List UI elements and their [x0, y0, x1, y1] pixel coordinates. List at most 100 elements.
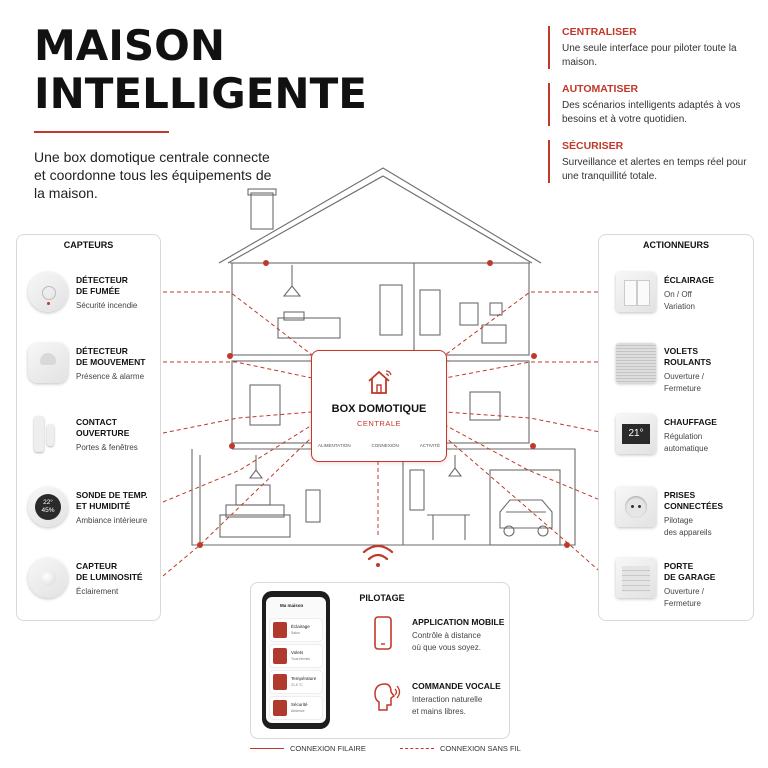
actuator-heating[interactable]: 21° CHAUFFAGE Régulation automatique: [616, 414, 717, 455]
app-row-label: Éclairage: [291, 624, 310, 629]
actuator-plugs[interactable]: PRISES CONNECTÉES Pilotage des appareils: [616, 487, 723, 539]
hub-status-row: ALIMENTATION CONNEXION ACTIVITÉ: [318, 443, 440, 448]
sensor-name: CONTACT OUVERTURE: [76, 417, 130, 438]
app-row-sub: Salon: [291, 631, 300, 635]
sensor-name: DÉTECTEUR DE MOUVEMENT: [76, 346, 146, 367]
actuator-desc: On / Off Variation: [664, 290, 695, 311]
features-list: CENTRALISER Une seule interface pour pil…: [548, 26, 748, 197]
mode-voice-name: COMMANDE VOCALE: [412, 681, 501, 691]
shutter-icon: [273, 648, 287, 664]
intro-text: Une box domotique centrale connecte et c…: [34, 149, 272, 201]
app-row-sub: Absence: [291, 709, 305, 713]
lamp-icon: [273, 622, 287, 638]
hub-status-connection: CONNEXION: [371, 443, 399, 448]
actuator-desc: Ouverture / Fermeture: [664, 587, 705, 608]
feature-title: AUTOMATISER: [562, 83, 639, 95]
app-row-label: Volets: [291, 650, 304, 655]
roller-shutter-icon: [616, 343, 656, 383]
light-switch-icon: [616, 272, 656, 312]
feature-title: SÉCURISER: [562, 140, 624, 152]
smart-plug-icon: [616, 487, 656, 527]
garage-door-icon: [616, 558, 656, 598]
sensor-desc: Ambiance intérieure: [76, 516, 148, 525]
sensors-title: CAPTEURS: [63, 240, 114, 250]
sensor-name: DÉTECTEUR DE FUMÉE: [76, 275, 128, 296]
sensor-desc: Présence & alarme: [76, 372, 145, 381]
legend-wireless: CONNEXION SANS FIL: [400, 744, 521, 753]
legend-solid-line: [250, 748, 284, 749]
sensor-desc: Sécurité incendie: [76, 301, 138, 310]
app-row-label: Température: [291, 676, 317, 681]
feature-automatiser: AUTOMATISER Des scénarios intelligents a…: [548, 83, 748, 126]
link-heating: [444, 411, 606, 434]
sensor-smoke[interactable]: DÉTECTEUR DE FUMÉE Sécurité incendie: [28, 272, 137, 312]
link-plugs: [444, 424, 606, 503]
smoke-detector-icon: [28, 272, 68, 312]
hub-subtitle: CENTRALE: [356, 419, 401, 428]
actuator-name: VOLETS ROULANTS: [664, 346, 712, 367]
door-contact-icon: [28, 414, 68, 454]
actuator-name: ÉCLAIRAGE: [664, 275, 715, 285]
link-temp: [162, 424, 313, 503]
shield-icon: [273, 700, 287, 716]
thermo-hygrometer-icon: 22° 45%: [28, 487, 68, 527]
legend-dashed-line: [400, 748, 434, 749]
actuator-garage[interactable]: PORTE DE GARAGE Ouverture / Fermeture: [616, 558, 715, 610]
hub-status-power: ALIMENTATION: [318, 443, 351, 448]
link-light: [162, 436, 313, 577]
feature-text: Une seule interface pour piloter toute l…: [562, 43, 737, 68]
actuator-name: PRISES CONNECTÉES: [664, 490, 724, 511]
actuator-desc: Pilotage des appareils: [664, 516, 712, 537]
link-shutters: [444, 361, 605, 379]
link-motion: [163, 361, 313, 379]
sensor-motion[interactable]: DÉTECTEUR DE MOUVEMENT Présence & alarme: [28, 343, 145, 383]
title-underline: [34, 131, 169, 133]
mobile-phone-icon: [374, 616, 392, 650]
light-sensor-icon: [28, 558, 68, 598]
actuator-name: CHAUFFAGE: [664, 417, 717, 427]
thermostat-icon: 21°: [616, 414, 656, 454]
legend-wired: CONNEXION FILAIRE: [250, 744, 366, 753]
pilotage-title: PILOTAGE: [359, 593, 405, 603]
hub-status-activity: ACTIVITÉ: [419, 443, 440, 448]
sensor-contact[interactable]: CONTACT OUVERTURE Portes & fenêtres: [28, 414, 138, 454]
roof-outline: [218, 167, 542, 264]
link-smoke: [163, 291, 313, 356]
mode-voice-desc: Interaction naturelle et mains libres.: [412, 695, 483, 716]
thermometer-icon: [273, 674, 287, 690]
page-title: MAISON INTELLIGENTE: [34, 21, 367, 118]
legend-wired-label: CONNEXION FILAIRE: [290, 744, 366, 753]
feature-securiser: SÉCURISER Surveillance et alertes en tem…: [548, 140, 748, 183]
actuator-lighting[interactable]: ÉCLAIRAGE On / Off Variation: [616, 272, 714, 313]
link-lighting: [444, 291, 605, 356]
hub-title: BOX DOMOTIQUE: [331, 403, 427, 415]
feature-text: Des scénarios intelligents adaptés à vos…: [562, 100, 741, 125]
motion-sensor-icon: [28, 343, 68, 383]
temp-display: 22° 45%: [35, 494, 61, 520]
domotic-hub-box[interactable]: BOX DOMOTIQUE CENTRALE ALIMENTATION CONN…: [311, 350, 447, 462]
smart-home-icon: [368, 370, 392, 394]
actuators-title: ACTIONNEURS: [642, 240, 709, 250]
feature-centraliser: CENTRALISER Une seule interface pour pil…: [548, 26, 748, 69]
mode-app-name: APPLICATION MOBILE: [412, 617, 505, 627]
sensor-name: SONDE DE TEMP. ET HUMIDITÉ: [76, 490, 148, 511]
app-title: Ma maison: [280, 603, 304, 608]
actuator-desc: Régulation automatique: [664, 432, 709, 453]
actuator-name: PORTE DE GARAGE: [664, 561, 716, 582]
sensor-temp-humidity[interactable]: 22° 45% SONDE DE TEMP. ET HUMIDITÉ Ambian…: [28, 487, 148, 527]
legend-wireless-label: CONNEXION SANS FIL: [440, 744, 521, 753]
thermostat-display: 21°: [622, 424, 650, 444]
sensor-desc: Portes & fenêtres: [76, 443, 138, 452]
link-contact: [162, 411, 313, 434]
mode-app-desc: Contrôle à distance où que vous soyez.: [412, 631, 481, 652]
feature-text: Surveillance et alertes en temps réel po…: [562, 157, 747, 182]
wifi-icon: [362, 544, 394, 567]
link-garage: [444, 436, 606, 577]
